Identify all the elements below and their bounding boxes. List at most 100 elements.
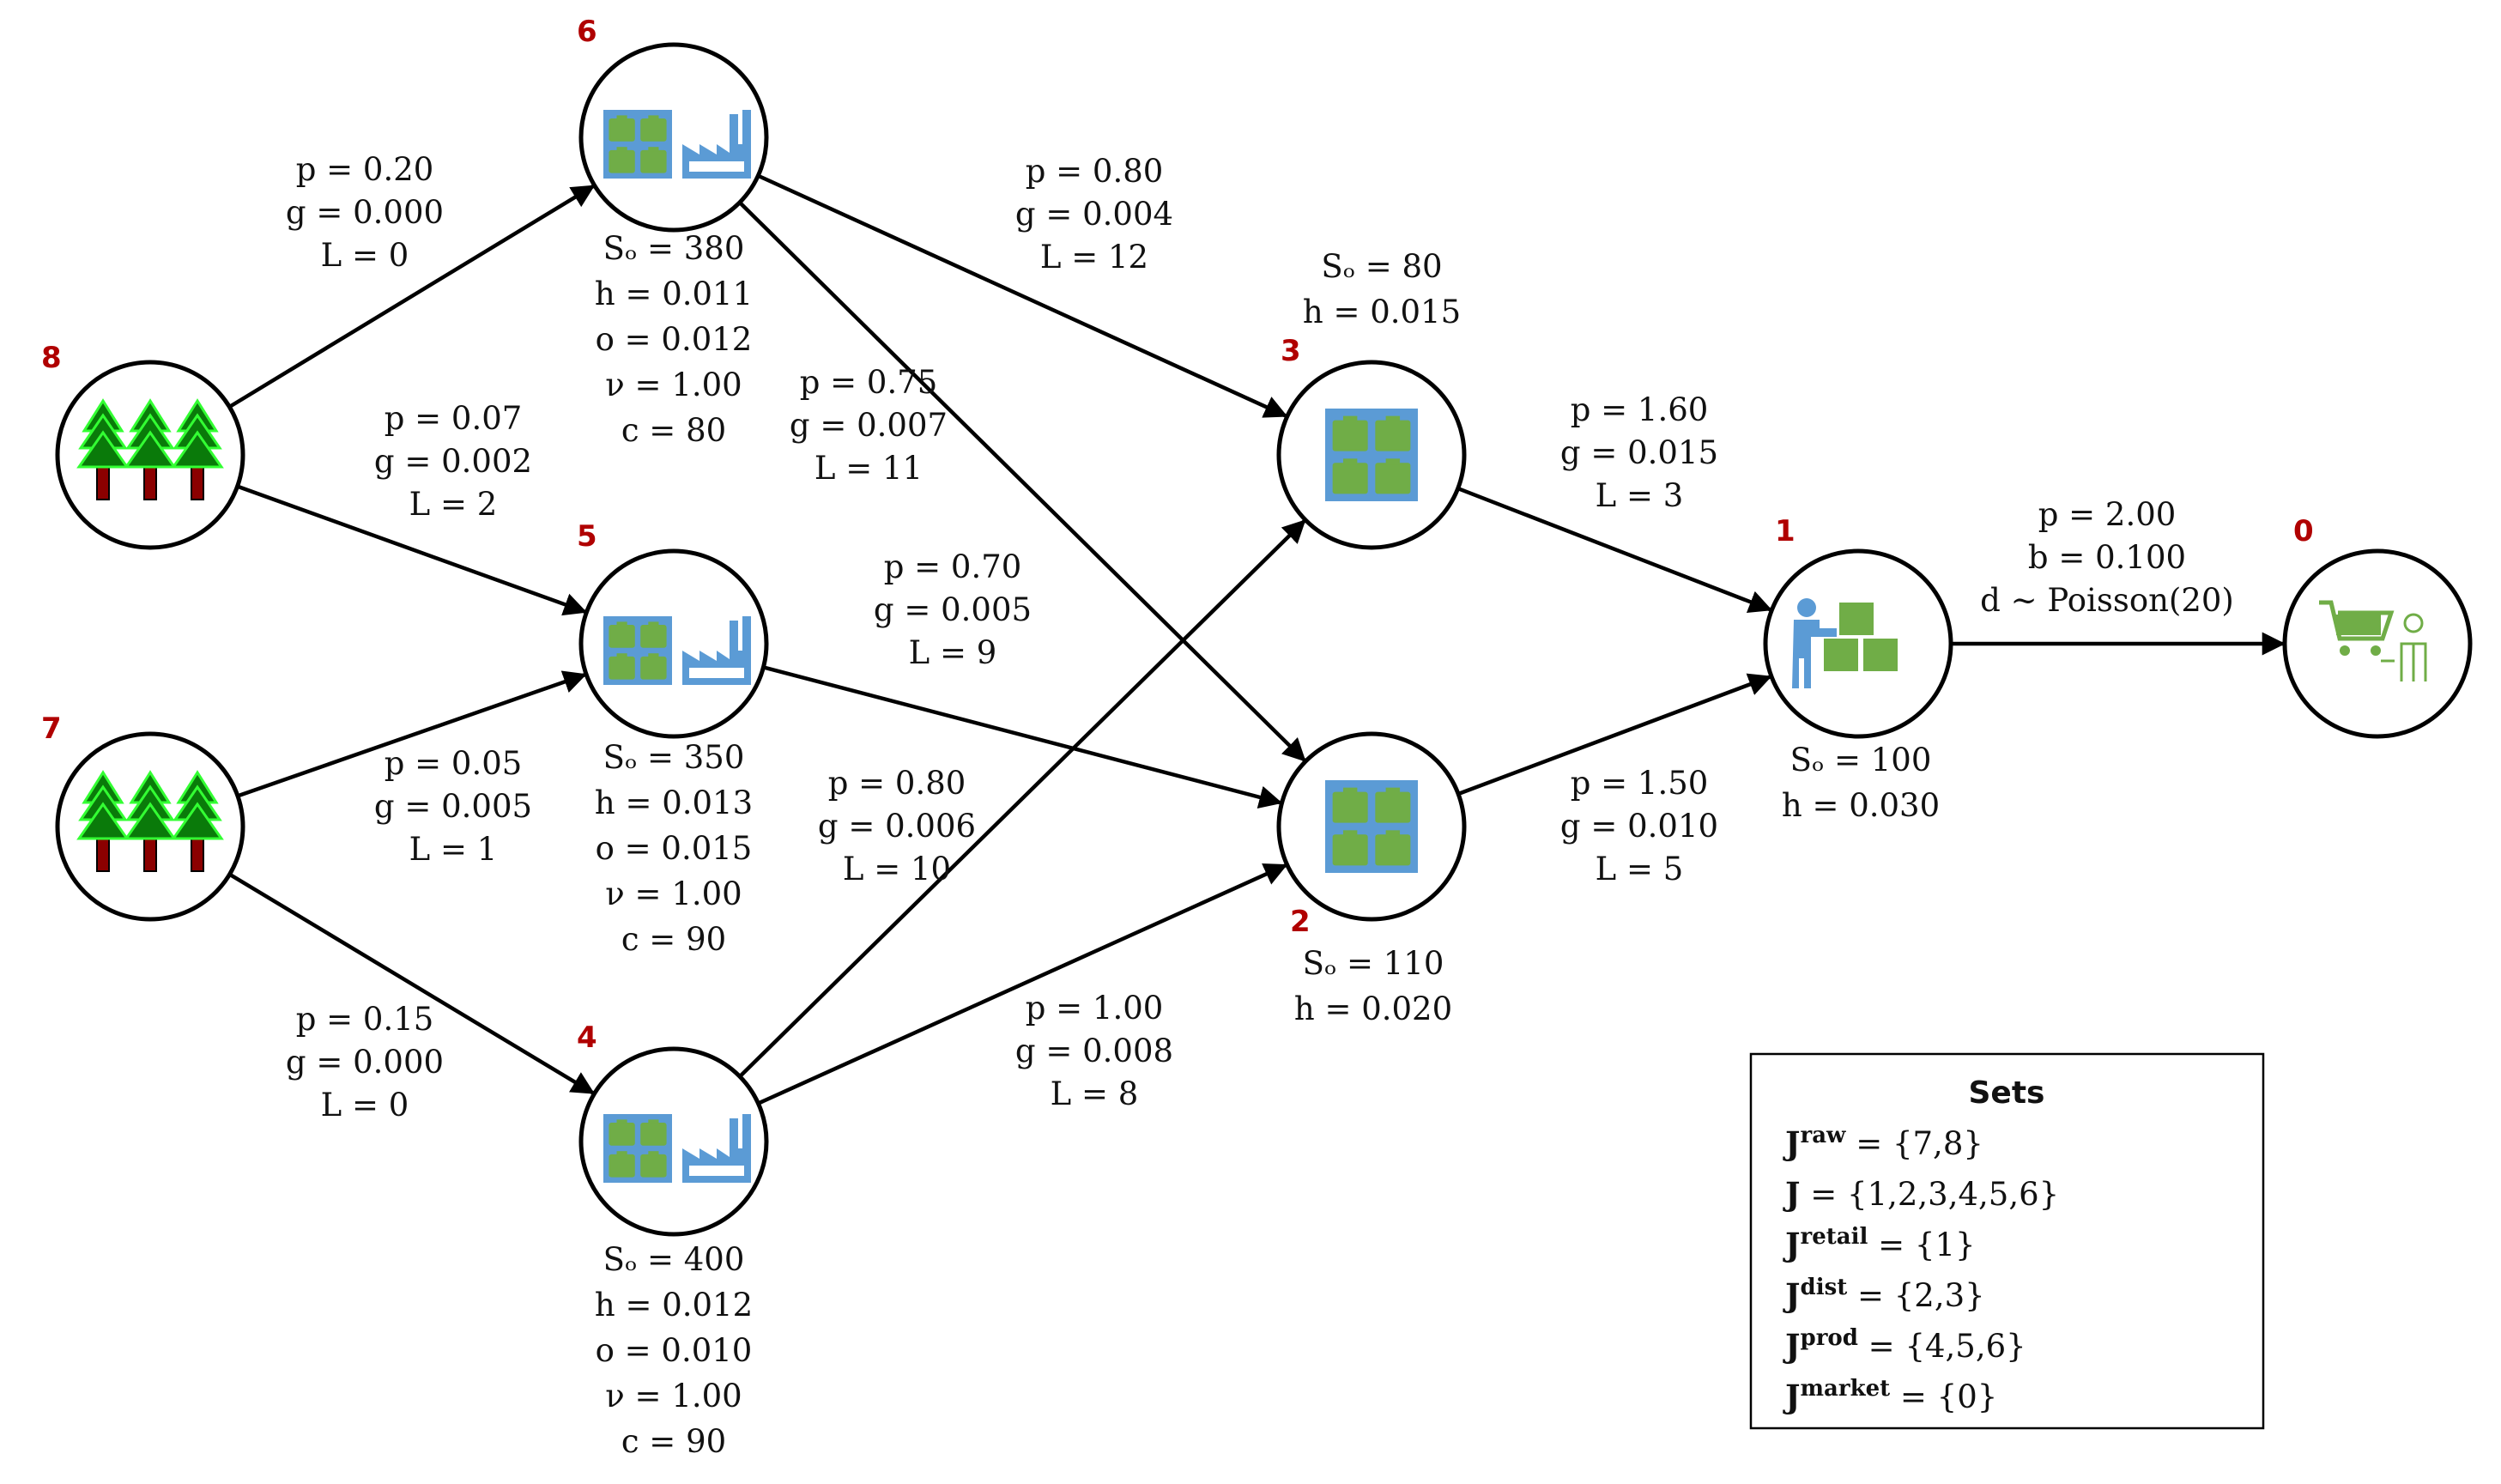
sets-title: Sets: [1969, 1075, 2045, 1111]
node-param: c = 80: [621, 412, 726, 449]
node-number: 2: [1290, 905, 1311, 939]
set-superscript: dist: [1801, 1275, 1848, 1300]
edge-8-to-5: [236, 484, 588, 616]
edge-6-to-2: [738, 201, 1306, 762]
edge-param: L = 3: [1596, 477, 1684, 514]
edge-4-to-3: [738, 519, 1306, 1078]
edge-3-to-1: [1456, 486, 1772, 614]
warehouse-icon: [1325, 780, 1418, 873]
edge-param: p = 1.60: [1571, 391, 1709, 428]
node-param: o = 0.015: [596, 830, 753, 867]
trees-icon: [76, 398, 224, 500]
node-number: 0: [2293, 514, 2314, 548]
edge-param: g = 0.002: [374, 443, 532, 480]
node-number: 1: [1775, 514, 1796, 548]
edge-param: L = 9: [909, 634, 997, 671]
edge-param: p = 0.05: [385, 745, 523, 782]
set-members: = {1}: [1868, 1227, 1975, 1263]
node-number: 4: [577, 1021, 597, 1055]
set-superscript: raw: [1801, 1123, 1847, 1148]
set-symbol: J: [1783, 1276, 1801, 1314]
edge-6-to-3: [757, 173, 1288, 418]
set-symbol: J: [1783, 1124, 1801, 1162]
edge-param: p = 1.50: [1571, 765, 1709, 802]
node-number: 3: [1281, 334, 1301, 368]
node-param: h = 0.030: [1782, 787, 1940, 824]
warehouse-factory-icon: [603, 110, 751, 179]
edge-param: L = 5: [1596, 851, 1684, 887]
edge-2-to-1: [1457, 673, 1772, 797]
node-param: h = 0.013: [595, 784, 753, 821]
edge-param: g = 0.000: [286, 1044, 444, 1081]
node-7: 7: [41, 712, 245, 922]
warehouse-factory-icon: [603, 616, 751, 685]
edge-param: g = 0.005: [874, 591, 1032, 628]
warehouse-factory-icon: [603, 1114, 751, 1183]
warehouse-icon: [1325, 409, 1418, 501]
edge-8-to-6: [228, 185, 596, 409]
set-definition: Jraw = {7,8}: [1783, 1123, 1983, 1162]
edge-param: g = 0.004: [1015, 196, 1173, 233]
sets-frame: [1749, 1052, 2265, 1430]
node-circle: [578, 1046, 769, 1237]
node-number: 8: [41, 341, 62, 375]
edge-param: L = 8: [1051, 1075, 1139, 1112]
set-definition: Jprod = {4,5,6}: [1783, 1325, 2026, 1365]
set-members: = {7,8}: [1845, 1125, 1983, 1162]
set-superscript: prod: [1801, 1325, 1858, 1351]
set-symbol: J: [1783, 1327, 1801, 1365]
edge-param: p = 0.75: [800, 364, 938, 401]
node-param: ν = 1.00: [605, 875, 742, 912]
trees-icon: [76, 770, 224, 872]
node-circle: [2282, 548, 2473, 739]
node-number: 5: [577, 519, 597, 554]
edge-7-to-4: [228, 872, 596, 1095]
edge-param: g = 0.007: [790, 407, 948, 444]
node-3: 3Sₒ = 80h = 0.015: [1276, 248, 1467, 550]
node-0: 0: [2282, 514, 2473, 739]
set-superscript: retail: [1801, 1224, 1868, 1250]
edge-param: g = 0.005: [374, 788, 532, 825]
set-symbol: J: [1783, 1226, 1801, 1263]
edge-param: p = 0.70: [884, 548, 1022, 585]
set-symbol: J: [1783, 1175, 1801, 1213]
edge-param: g = 0.008: [1015, 1033, 1173, 1069]
node-param: o = 0.010: [596, 1332, 753, 1369]
edge-param: L = 0: [321, 237, 409, 274]
set-definition: Jdist = {2,3}: [1783, 1275, 1985, 1314]
edge-param: p = 0.15: [296, 1001, 434, 1038]
shopping-cart-icon: [2319, 600, 2427, 681]
set-members: = {2,3}: [1847, 1277, 1984, 1314]
edge-label-6-2: p = 0.75 g = 0.007 L = 11: [790, 364, 948, 487]
node-param: Sₒ = 400: [603, 1241, 745, 1278]
edge-label-5-2: p = 0.70 g = 0.005 L = 9: [874, 548, 1032, 671]
set-superscript: market: [1801, 1376, 1891, 1402]
edge-param: L = 11: [814, 450, 923, 487]
edge-param: p = 0.80: [828, 765, 966, 802]
edge-param: p = 0.20: [296, 151, 434, 188]
node-param: c = 90: [621, 1423, 726, 1460]
edge-param: L = 12: [1040, 239, 1148, 276]
edge-param: L = 10: [843, 851, 951, 887]
set-definition: J = {1,2,3,4,5,6}: [1783, 1175, 2059, 1213]
edge-param: p = 2.00: [2038, 496, 2177, 533]
node-param: h = 0.020: [1294, 990, 1452, 1027]
node-param: h = 0.015: [1303, 294, 1461, 330]
node-param: c = 90: [621, 921, 726, 958]
set-symbol: J: [1783, 1378, 1801, 1415]
set-definition: Jmarket = {0}: [1783, 1376, 1997, 1415]
edge-param: b = 0.100: [2028, 539, 2186, 576]
